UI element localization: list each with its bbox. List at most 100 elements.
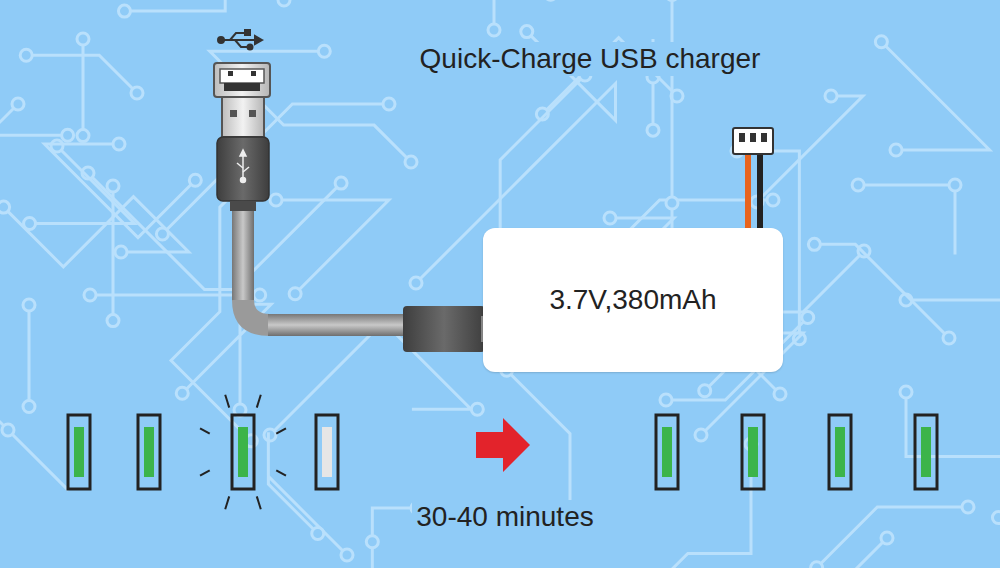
circuit-pad [335,177,347,189]
glow-ray [225,496,229,509]
battery-outline [232,415,254,489]
circuit-trace [28,305,31,407]
circuit-pad [383,98,395,110]
circuit-pad [366,536,378,548]
usb-port [214,63,270,97]
circuit-trace [858,185,955,255]
circuit-trace [881,42,989,150]
circuit-pad [24,218,36,230]
circuit-pad [471,403,483,415]
circuit-pad [875,36,887,48]
circuit-pad [699,385,711,397]
circuit-trace [4,197,189,267]
battery-icons [68,395,937,510]
glow-ray [257,395,261,408]
glow-ray [257,496,261,509]
circuit-trace [276,200,389,294]
circuit-trace [494,0,551,30]
glow-ray [200,470,210,475]
circuit-pad [20,49,32,61]
circuit-pad [774,388,786,400]
glow-ray [276,428,286,433]
circuit-pad [115,246,127,258]
circuit-pad [312,528,324,540]
circuit-pad [660,394,672,406]
circuit-pad [811,562,823,568]
usb-plug [217,97,269,211]
circuit-trace [162,104,389,234]
glow-ray [225,395,229,408]
battery-pack: 3.7V,380mAh [483,228,783,372]
circuit-trace [112,186,115,321]
battery-level [835,427,845,477]
glow-ray [200,428,210,433]
circuit-pad [107,180,119,192]
circuit-pad [488,24,500,36]
circuit-trace [124,0,284,11]
circuit-pad [289,288,301,300]
battery-level [144,427,154,477]
usb-cable [232,211,408,336]
circuit-trace [30,146,135,224]
title: Quick-Charge USB charger [416,42,765,76]
circuit-trace [82,39,85,136]
circuit-trace [906,300,1000,529]
circuit-pad [2,424,14,436]
battery-level [662,427,672,477]
battery-outline [68,415,90,489]
battery-outline [656,415,678,489]
circuit-pad [695,429,707,441]
circuit-pad [62,129,74,141]
battery-outline [829,415,851,489]
battery-level [921,427,931,477]
circuit-trace [0,104,68,135]
duration-label: 30-40 minutes [412,500,597,534]
circuit-pad [264,429,276,441]
circuit-pad [77,130,89,142]
battery-outline [915,415,937,489]
circuit-pad [318,45,330,57]
circuit-pad [949,179,961,191]
circuit-pad [890,144,902,156]
circuit-trace [671,0,674,256]
circuit-trace [0,403,68,491]
circuit-pad [278,0,290,6]
circuit-pad [808,238,820,250]
battery-outline [742,415,764,489]
circuit-trace [268,432,347,555]
circuit-pad [156,228,168,240]
circuit-trace [372,508,417,568]
circuit-pad [545,0,557,1]
battery-level [748,427,758,477]
battery-wires [733,128,773,235]
battery-outline [138,415,160,489]
circuit-pad [23,299,35,311]
circuit-pad [825,90,837,102]
circuit-pad [113,138,125,150]
circuit-pad [900,386,912,398]
circuit-pad [176,387,188,399]
circuit-pad [405,156,417,168]
circuit-trace [598,444,751,568]
circuit-pad [77,33,89,45]
glow-ray [276,470,286,475]
circuit-pad [604,212,616,224]
usb-symbol [218,30,262,50]
circuit-pad [270,194,282,206]
circuit-pad [0,201,10,213]
circuit-pad [647,124,659,136]
circuit-pad [521,26,533,38]
circuit-pad [118,5,130,17]
circuit-pad [189,174,201,186]
battery-level [238,427,248,477]
circuit-pad [107,315,119,327]
battery-spec: 3.7V,380mAh [549,284,716,316]
circuit-pad [802,312,814,324]
circuit-pad [131,87,143,99]
circuit-pad [992,512,1000,524]
circuit-trace [814,244,949,338]
circuit-pad [341,549,353,561]
circuit-pad [962,501,974,513]
